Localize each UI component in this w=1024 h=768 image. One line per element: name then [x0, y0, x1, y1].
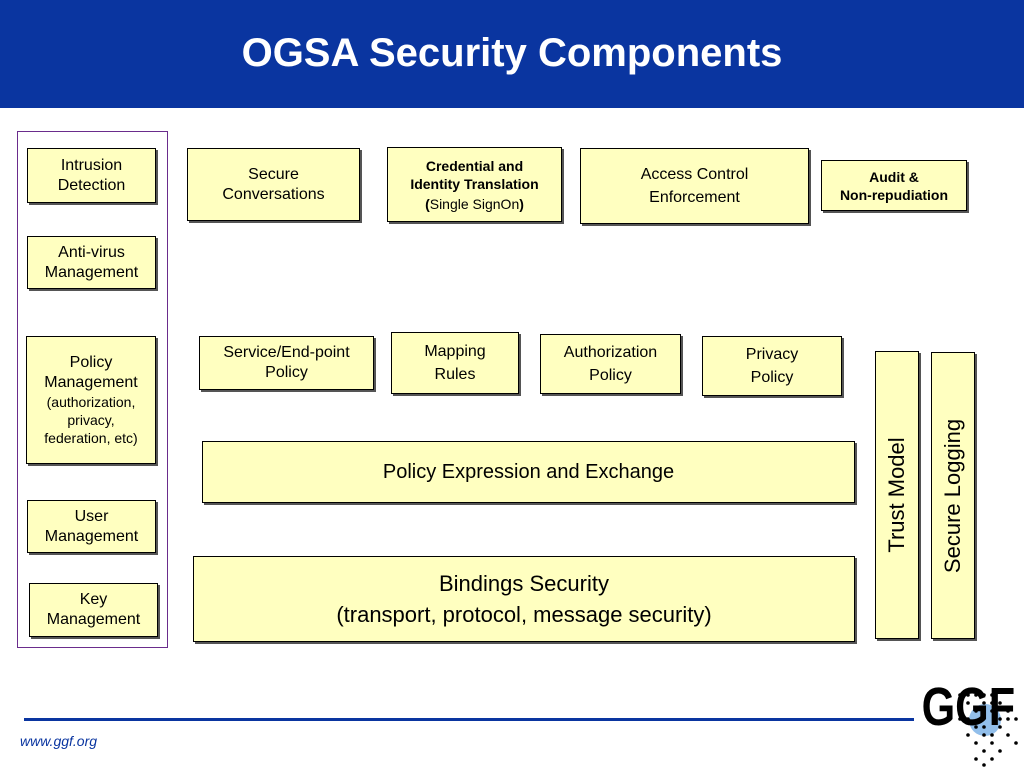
- box-label: Authorization: [563, 344, 658, 361]
- audit-non-repudiation-box: Audit & Non-repudiation: [821, 160, 967, 211]
- box-sublabel: (authorization,: [46, 394, 136, 410]
- policy-expression-exchange-box: Policy Expression and Exchange: [202, 441, 855, 503]
- privacy-policy-box: Privacy Policy: [702, 336, 842, 396]
- box-label: Access Control: [640, 166, 749, 183]
- sidebar-frame: [17, 131, 168, 648]
- secure-conversations-box: Secure Conversations: [187, 148, 360, 221]
- box-label: Policy Expression and Exchange: [382, 461, 675, 483]
- service-endpoint-policy-box: Service/End-point Policy: [199, 336, 374, 390]
- single-signon-label: (Single SignOn): [425, 195, 524, 212]
- authorization-policy-box: Authorization Policy: [540, 334, 681, 394]
- anti-virus-management-box: Anti-virus Management: [27, 236, 156, 289]
- bindings-security-box: Bindings Security (transport, protocol, …: [193, 556, 855, 642]
- user-management-box: User Management: [27, 500, 156, 553]
- box-label: Trust Model: [884, 437, 909, 553]
- box-label: Identity Translation: [410, 175, 539, 192]
- box-label: Privacy: [745, 346, 799, 363]
- policy-management-box: Policy Management (authorization, privac…: [26, 336, 156, 464]
- box-label: Conversations: [222, 185, 325, 203]
- box-label: Policy: [69, 354, 113, 371]
- box-sublabel: privacy,: [67, 412, 115, 428]
- box-label: Credential and: [425, 157, 524, 174]
- trust-model-box: Trust Model: [875, 351, 919, 639]
- box-label: Secure Logging: [940, 418, 965, 573]
- box-sublabel: federation, etc): [44, 430, 138, 446]
- box-label: Service/End-point: [223, 344, 350, 361]
- box-label: Management: [46, 611, 141, 628]
- header-bar: [0, 0, 1024, 108]
- box-label: Rules: [434, 366, 476, 383]
- box-label: User: [74, 507, 109, 525]
- secure-logging-box: Secure Logging: [931, 352, 975, 639]
- access-control-enforcement-box: Access Control Enforcement: [580, 148, 809, 224]
- footer-divider: [24, 718, 914, 721]
- box-label: Bindings Security: [439, 571, 609, 596]
- box-label: Anti-virus: [58, 243, 125, 261]
- key-management-box: Key Management: [29, 583, 158, 637]
- box-label: Intrusion: [60, 156, 123, 174]
- logo-text: GGF: [922, 678, 1016, 738]
- box-label: Management: [44, 263, 139, 281]
- box-label: Non-repudiation: [839, 186, 949, 203]
- slide-title: OGSA Security Components: [241, 31, 783, 75]
- box-label: Mapping: [424, 343, 486, 360]
- box-label: Management: [44, 527, 139, 545]
- box-label: Enforcement: [649, 189, 740, 206]
- credential-identity-translation-box: Credential and Identity Translation (Sin…: [387, 147, 562, 222]
- box-label: Policy: [750, 369, 794, 386]
- intrusion-detection-box: Intrusion Detection: [27, 148, 156, 203]
- box-label: Management: [44, 374, 138, 391]
- footer-url: www.ggf.org: [20, 733, 98, 749]
- box-label: Policy: [265, 364, 308, 381]
- box-label: Secure: [248, 165, 299, 183]
- mapping-rules-box: Mapping Rules: [391, 332, 519, 394]
- ggf-logo-icon: GGF: [922, 678, 1018, 767]
- box-label: Key: [79, 591, 108, 608]
- box-label: Audit &: [869, 168, 919, 185]
- box-label: Policy: [589, 367, 632, 384]
- box-label: (transport, protocol, message security): [336, 602, 712, 627]
- box-label: Detection: [57, 176, 126, 194]
